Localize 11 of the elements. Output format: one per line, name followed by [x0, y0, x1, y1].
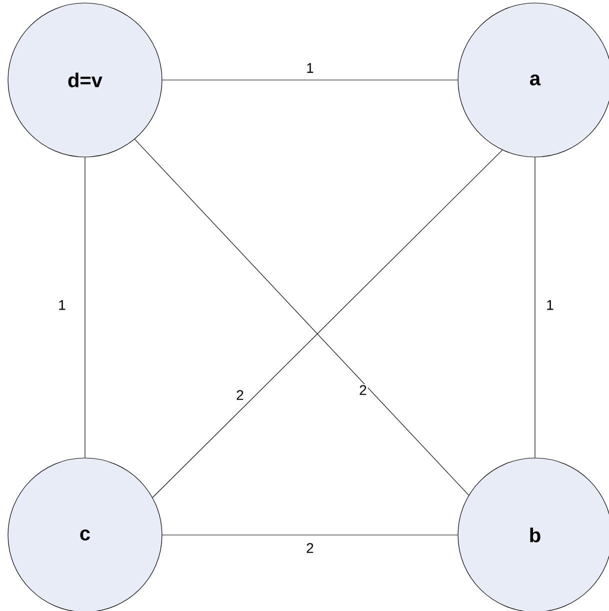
edge-label: 2 — [235, 389, 245, 401]
edge-line — [134, 138, 470, 496]
edge-label: 1 — [305, 62, 315, 74]
edge-label: 2 — [358, 384, 368, 396]
edge-line — [84, 157, 86, 458]
edge-label: 1 — [57, 299, 67, 311]
edge-label: 2 — [305, 542, 315, 554]
edge-line — [162, 534, 458, 536]
edge-line — [534, 157, 536, 458]
edge-label: 1 — [545, 299, 555, 311]
edge-line — [152, 150, 503, 498]
